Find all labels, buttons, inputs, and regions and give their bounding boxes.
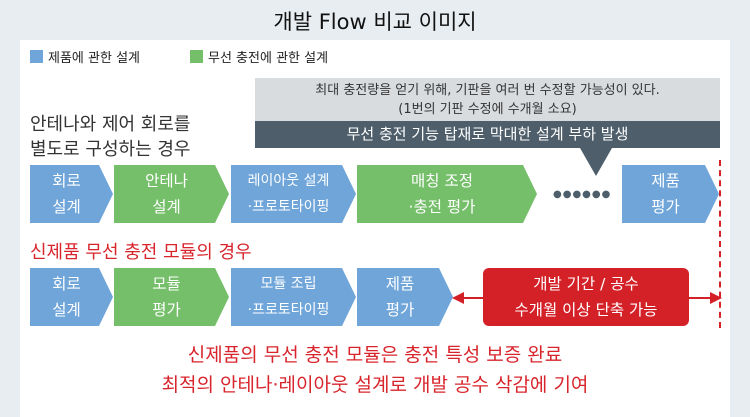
legend-label: 제품에 관한 설계 [48, 51, 140, 66]
row1-heading-line1: 안테나와 제어 회로를 [30, 114, 191, 135]
ellipsis-dots: ●●●●●● [553, 189, 612, 200]
end-marker-line [719, 160, 721, 328]
legend-swatch-blue [30, 50, 43, 63]
legend-product: 제품에 관한 설계 [30, 47, 140, 66]
diagram-title: 개발 Flow 비교 이미지 [273, 10, 477, 34]
callout-note: 최대 충전량을 얻기 위해, 기판을 여러 번 수정할 가능성이 있다. (1번의… [255, 78, 720, 121]
legend-swatch-green [190, 50, 203, 63]
callout-pointer [580, 148, 612, 176]
callout-line1: 최대 충전량을 얻기 위해, 기판을 여러 번 수정할 가능성이 있다. [315, 83, 660, 98]
legend-wireless: 무선 충전에 관한 설계 [190, 47, 328, 66]
footer-line1: 신제품의 무선 충전 모듈은 충전 특성 보증 완료 [187, 344, 563, 366]
row2-heading: 신제품 무선 충전 모듈의 경우 [30, 242, 252, 263]
row1-step-layout: 레이아웃 설계·프로토타이핑 [231, 165, 356, 223]
legend-label: 무선 충전에 관한 설계 [208, 51, 329, 66]
row2-step-module-assembly: 모듈 조립·프로토타이핑 [231, 268, 356, 326]
row1-step-matching: 매칭 조정·충전 평가 [357, 165, 537, 223]
callout-banner: 무선 충전 기능 탑재로 막대한 설계 부하 발생 [255, 121, 720, 148]
time-savings-line1: 개발 기간 / 공수 [533, 275, 639, 293]
footer-line2: 최적의 안테나·레이아웃 설계로 개발 공수 삭감에 기여 [161, 374, 589, 396]
time-savings-line2: 수개월 이상 단축 가능 [514, 301, 658, 319]
callout-line2: (1번의 기판 수정에 수개월 소요) [398, 102, 577, 117]
row1-heading-line2: 별도로 구성하는 경우 [30, 139, 191, 160]
